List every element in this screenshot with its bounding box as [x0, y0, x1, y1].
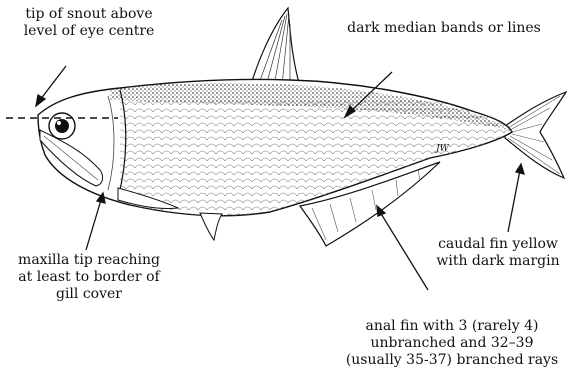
maxilla-arrow: [86, 200, 101, 250]
caudal-fin: [505, 92, 566, 178]
median-bands-label: dark median bands or lines: [326, 20, 562, 37]
snout-arrow: [40, 66, 66, 100]
dorsal-fin: [250, 8, 300, 88]
caudal-fin-label: caudal fin yellow with dark margin: [424, 236, 572, 270]
caudal-fin-arrow: [508, 170, 520, 232]
anal-fin-label-line-1: anal fin with 3 (rarely 4): [330, 318, 574, 335]
maxilla-label-line-3: gill cover: [4, 286, 174, 303]
anal-fin-label-line-2: unbranched and 32–39: [330, 335, 574, 352]
anal-fin-arrow: [380, 212, 428, 290]
caudal-fin-label-line-2: with dark margin: [424, 253, 572, 270]
maxilla-label: maxilla tip reaching at least to border …: [4, 252, 174, 303]
snout-label-line-1: tip of snout above: [14, 6, 164, 23]
snout-label-line-2: level of eye centre: [14, 23, 164, 40]
median-bands-label-line-1: dark median bands or lines: [326, 20, 562, 37]
pelvic-fin: [200, 213, 222, 240]
caudal-fin-label-line-1: caudal fin yellow: [424, 236, 572, 253]
artist-initials: JW: [436, 144, 449, 154]
anal-fin-label-line-3: (usually 35-37) branched rays: [330, 352, 574, 369]
maxilla-label-line-2: at least to border of: [4, 269, 174, 286]
anal-fin-label: anal fin with 3 (rarely 4) unbranched an…: [330, 318, 574, 369]
snout-label: tip of snout above level of eye centre: [14, 6, 164, 40]
maxilla-label-line-1: maxilla tip reaching: [4, 252, 174, 269]
